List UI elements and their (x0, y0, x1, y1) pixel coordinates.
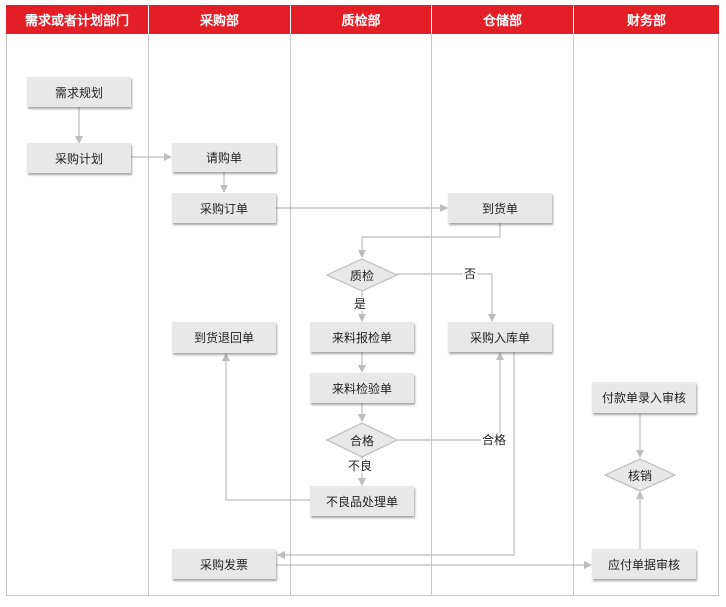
lane-header-purchase: 采购部 (149, 5, 290, 34)
diamond-label-writeoff: 核销 (627, 468, 652, 483)
diamond-label-quality-check: 质检 (349, 268, 374, 283)
node-purchase-order: 采购订单 (172, 193, 276, 223)
lane-header-demand: 需求或者计划部门 (6, 5, 148, 34)
node-purchase-invoice: 采购发票 (172, 549, 276, 579)
lane-header-warehouse: 仓储部 (432, 5, 573, 34)
edge-return (222, 353, 310, 501)
node-return-note: 到货退回单 (172, 322, 276, 353)
edge-qc-no (397, 273, 496, 322)
qualified-diamond (325, 422, 399, 458)
node-arrival-note: 到货单 (448, 193, 552, 223)
node-receipt-note: 采购入库单 (448, 322, 552, 352)
node-incoming-report: 来料报检单 (310, 322, 414, 352)
node-demand-plan: 需求规划 (27, 77, 131, 107)
diamond-label-qualified: 合格 (349, 433, 374, 448)
edge-label-qualified: 合格 (481, 433, 508, 447)
edge-invoice (277, 352, 515, 559)
node-requisition: 请购单 (172, 143, 276, 172)
edge-to-qc (358, 223, 501, 258)
node-incoming-inspection: 来料检验单 (310, 373, 414, 403)
node-purchase-plan: 采购计划 (27, 143, 131, 173)
node-payable-audit: 应付单据审核 (592, 549, 696, 579)
lane-header-finance: 财务部 (574, 5, 719, 34)
edge-label-yes: 是 (353, 297, 368, 311)
quality-check-diamond (325, 258, 399, 292)
node-defect-handling: 不良品处理单 (310, 486, 414, 516)
edge-label-no: 否 (463, 267, 478, 281)
lane-header-qc: 质检部 (291, 5, 431, 34)
node-payment-entry: 付款单录入审核 (592, 382, 696, 413)
writeoff-diamond (603, 458, 677, 492)
edge-label-defective: 不良 (347, 459, 374, 473)
